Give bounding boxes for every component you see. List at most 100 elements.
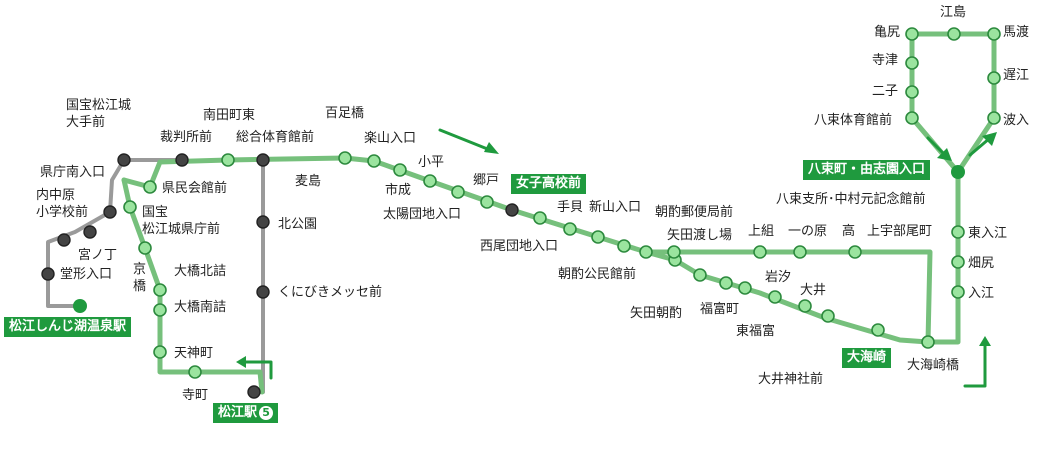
stop-label-kyobashi1: 京	[133, 262, 147, 277]
green-stop	[480, 195, 494, 209]
stop-label-kokuhou: 国宝松江城	[66, 98, 132, 113]
green-stop	[951, 225, 965, 239]
stop-label-okie: 遅江	[1003, 68, 1030, 83]
stop-label-ooi: 大井	[800, 283, 827, 298]
stop-label-taka: 高	[842, 224, 856, 239]
stop-label-kenchoumae: 松江城県庁前	[142, 222, 221, 237]
stop-label-minamitamachi: 南田町東	[203, 108, 256, 123]
green-stop	[987, 71, 1001, 85]
green-stop	[667, 245, 681, 259]
green-stop	[905, 56, 919, 70]
stop-label-yatawatashi: 矢田渡し場	[667, 228, 733, 243]
stop-label-ohashikita: 大橋北詰	[174, 264, 227, 279]
green-stop	[221, 153, 235, 167]
green-stop	[821, 309, 835, 323]
green-stop	[987, 111, 1001, 125]
stop-label-kamigumi: 上組	[748, 224, 775, 239]
stop-label-otemae: 大手前	[66, 115, 106, 130]
grey-stop	[175, 153, 189, 167]
grey-stop	[505, 203, 519, 217]
stop-label-saibansho: 裁判所前	[160, 130, 213, 145]
stop-label-yatakumi: 矢田朝酌	[630, 306, 683, 321]
grey-stop	[83, 225, 97, 239]
route-stops	[41, 27, 1001, 399]
stop-box-joshi: 女子高校前	[511, 174, 587, 194]
green-line-daikon	[909, 31, 997, 175]
stop-label-asakumi-kouminkan: 朝酌公民館前	[558, 267, 637, 282]
direction-arrow-east	[438, 128, 492, 152]
green-stop	[188, 365, 202, 379]
stop-label-dogata: 堂形入口	[60, 267, 113, 282]
direction-arrow-yatsuka-in-head	[937, 148, 952, 161]
platform-number-badge: 5	[259, 406, 274, 420]
green-stop	[768, 290, 782, 304]
green-stop	[367, 154, 381, 168]
stop-label-higashiirie: 東入江	[968, 226, 1008, 241]
green-stop	[753, 245, 767, 259]
matsue-station-label: 松江駅	[218, 405, 258, 420]
stop-label-kitakouen: 北公園	[278, 217, 318, 232]
green-stop	[738, 281, 752, 295]
grey-stop	[103, 205, 117, 219]
green-line-south	[121, 177, 265, 395]
stop-label-higashifuku: 東福富	[736, 324, 776, 339]
green-stop	[617, 239, 631, 253]
green-stop	[871, 323, 885, 337]
stop-label-iwashio: 岩汐	[765, 270, 792, 285]
stop-label-shogakkou: 小学校前	[36, 205, 89, 220]
direction-arrow-yatsuka-out	[968, 136, 992, 157]
direction-arrow-yatsuka-in	[926, 136, 947, 157]
stop-label-taiyou: 太陽団地入口	[383, 207, 462, 222]
green-stop	[639, 245, 653, 259]
green-stop	[947, 27, 961, 41]
direction-arrow-oumisaki	[963, 341, 987, 388]
route-lines	[46, 31, 997, 395]
grey-stop	[256, 153, 270, 167]
grey-stop	[256, 215, 270, 229]
stop-label-shinyama: 新山入口	[589, 200, 642, 215]
stop-label-teramachi: 寺町	[182, 388, 209, 403]
green-stop	[138, 241, 152, 255]
station-box-matsue-shinji: 松江しんじ湖温泉駅	[4, 317, 132, 337]
grey-stop	[57, 233, 71, 247]
stop-label-kameshiri: 亀尻	[874, 25, 901, 40]
stop-label-miyanocho: 宮ノ丁	[78, 248, 118, 263]
green-stop	[451, 185, 465, 199]
stop-label-sougou: 総合体育館前	[236, 130, 315, 145]
stop-box-yatsuka: 八束町・由志園入口	[803, 160, 931, 180]
stop-label-yatsuka-shisho: 八束支所･中村元記念館前	[776, 192, 926, 207]
direction-arrow-matsue	[241, 360, 273, 380]
green-stop	[921, 335, 935, 349]
stop-label-mawatari: 馬渡	[1003, 25, 1030, 40]
green-stop	[719, 276, 733, 290]
green-stop	[533, 211, 547, 225]
stop-label-kodaira: 小平	[418, 155, 445, 170]
green-stop	[905, 85, 919, 99]
stop-label-ooijinja: 大井神社前	[758, 372, 824, 387]
stop-label-kenmin: 県民会館前	[162, 181, 228, 196]
stop-label-futago: 二子	[872, 84, 899, 99]
stop-label-oumisakibashi: 大海崎橋	[907, 358, 960, 373]
green-stop	[693, 268, 707, 282]
terminal-stop-matsue-shinji	[73, 299, 87, 313]
green-stop	[123, 200, 137, 214]
grey-stop	[247, 385, 261, 399]
stop-label-tegai: 手貝	[557, 200, 584, 215]
green-stop	[393, 163, 407, 177]
stop-label-hatajiri: 畑尻	[968, 256, 995, 271]
grey-stop	[256, 285, 270, 299]
green-stop	[793, 245, 807, 259]
stop-label-namiiri: 波入	[1003, 113, 1030, 128]
stop-label-kokuhou2: 国宝	[142, 205, 169, 220]
stop-label-tenjin: 天神町	[174, 346, 214, 361]
stop-label-kunibiki: くにびきメッセ前	[278, 285, 383, 300]
green-stop	[153, 345, 167, 359]
stop-label-kamiubeo: 上宇部尾町	[867, 224, 933, 239]
stop-label-ichinari: 市成	[385, 183, 412, 198]
green-stop	[423, 174, 437, 188]
stop-box-oumisaki: 大海崎	[842, 348, 892, 368]
stop-label-hyakutaru: 百足橋	[325, 106, 365, 121]
